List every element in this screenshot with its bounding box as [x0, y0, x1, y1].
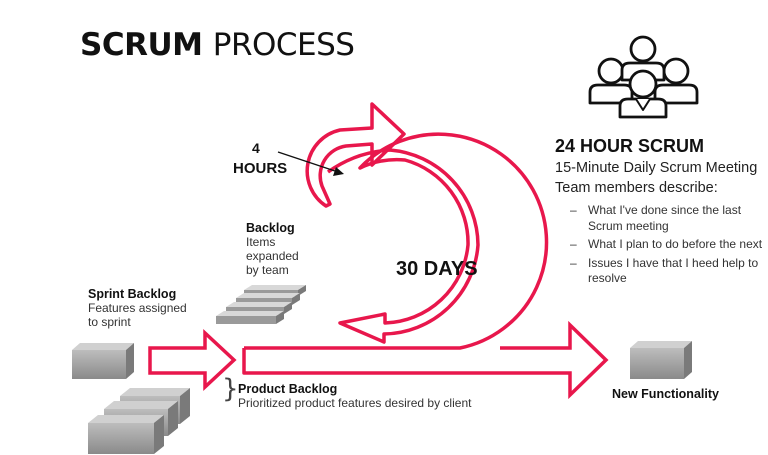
daily-loop-arrow — [305, 102, 406, 208]
daily-scrum-heading: 24 HOUR SCRUM — [555, 136, 705, 156]
backlog-line-3: by team — [246, 263, 289, 277]
product-backlog-heading: Product Backlog — [238, 382, 338, 396]
four-hours-number: 4 — [252, 140, 260, 156]
sprint-backlog-line-1: Features assigned — [88, 301, 187, 315]
backlog-line-2: expanded — [246, 249, 299, 263]
product-backlog-blocks — [88, 388, 190, 454]
new-functionality-block — [630, 341, 692, 379]
backlog-line-1: Items — [246, 235, 276, 249]
output-arrow — [500, 320, 609, 400]
sprint-backlog-heading: Sprint Backlog — [88, 287, 177, 301]
new-functionality-label: New Functionality — [612, 387, 719, 401]
backlog-heading: Backlog — [246, 221, 295, 235]
daily-scrum-line-2: Team members describe: — [555, 180, 718, 196]
daily-scrum-bullet: What I've done since the last Scrum meet… — [570, 203, 768, 234]
sprint-loop-arrow — [242, 132, 549, 375]
backlog-items-blocks — [216, 285, 306, 324]
hours-pointer — [277, 151, 344, 176]
daily-scrum-bullet: Issues I have that I heed help to resolv… — [570, 256, 768, 287]
thirty-days-label: 30 DAYS — [396, 258, 478, 280]
daily-scrum-line-1: 15-Minute Daily Scrum Meeting — [555, 160, 758, 176]
input-arrow — [148, 328, 237, 392]
daily-scrum-bullets: What I've done since the last Scrum meet… — [570, 203, 768, 290]
daily-scrum-bullet: What I plan to do before the next — [570, 237, 768, 253]
page-title: SCRUM PROCESS — [80, 27, 355, 63]
sprint-backlog-block — [72, 343, 134, 379]
four-hours-label: HOURS — [233, 160, 288, 177]
sprint-backlog-line-2: to sprint — [88, 315, 131, 329]
product-backlog-description: Prioritized product features desired by … — [238, 396, 472, 410]
product-backlog-brace: } — [222, 374, 239, 404]
team-icon — [588, 35, 699, 119]
